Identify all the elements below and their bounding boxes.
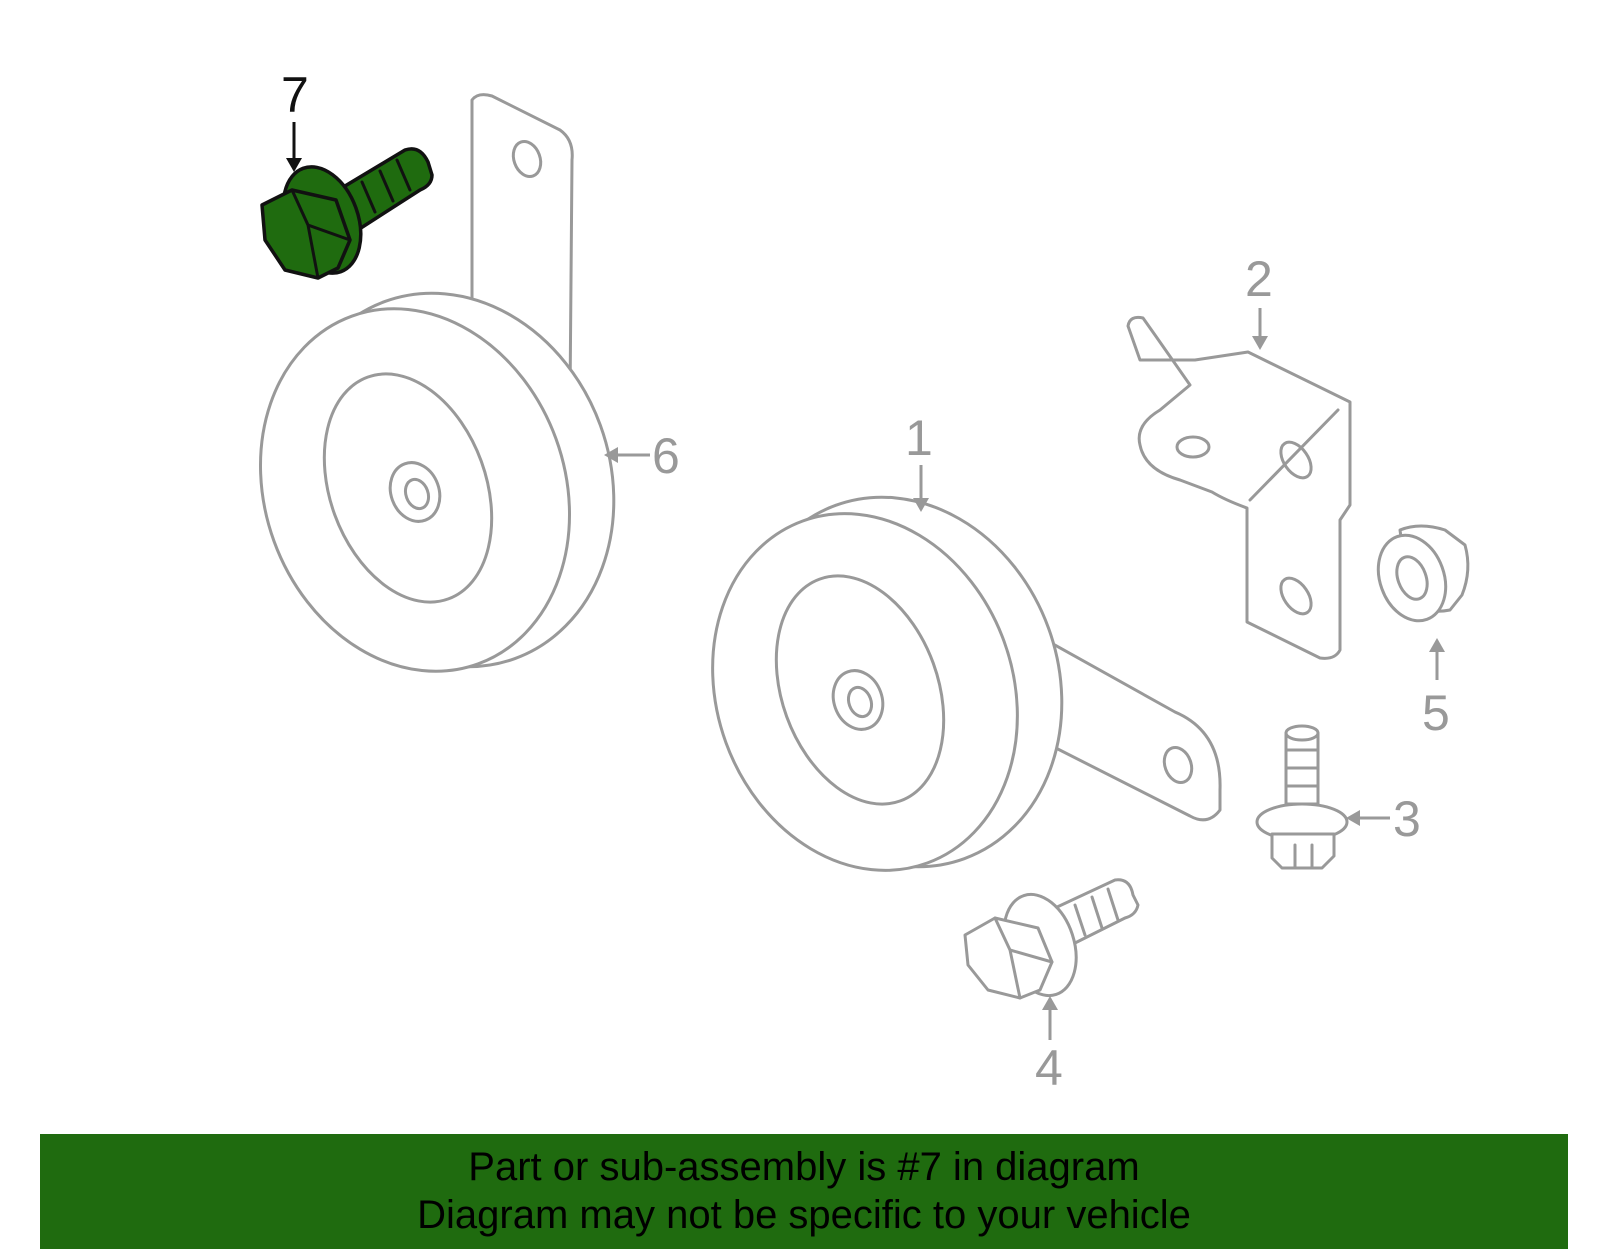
part-7-bolt-highlighted[interactable] bbox=[260, 147, 434, 284]
banner-line-disclaimer: Diagram may not be specific to your vehi… bbox=[417, 1193, 1191, 1237]
callout-6: 6 bbox=[652, 428, 680, 484]
callout-7: 7 bbox=[281, 67, 309, 123]
part-2-bracket[interactable] bbox=[1126, 315, 1352, 660]
part-4-bolt[interactable] bbox=[963, 878, 1140, 1005]
part-5-nut[interactable] bbox=[1367, 524, 1470, 631]
callout-1: 1 bbox=[905, 410, 933, 466]
callout-leaders bbox=[286, 122, 1445, 1040]
banner-line-part-number: Part or sub-assembly is #7 in diagram bbox=[468, 1145, 1140, 1189]
callout-2: 2 bbox=[1245, 251, 1273, 307]
callout-4: 4 bbox=[1035, 1040, 1063, 1096]
callout-numbers: 7 6 1 2 5 3 4 bbox=[281, 67, 1450, 1096]
arrowhead-3 bbox=[1346, 810, 1360, 826]
callout-5: 5 bbox=[1422, 685, 1450, 741]
part-1-horn[interactable] bbox=[664, 451, 1222, 913]
arrowhead-5 bbox=[1429, 638, 1445, 652]
info-banner: Part or sub-assembly is #7 in diagram Di… bbox=[40, 1134, 1568, 1249]
arrowhead-4 bbox=[1042, 996, 1058, 1010]
arrowhead-2 bbox=[1252, 336, 1268, 350]
arrowhead-6 bbox=[604, 447, 618, 463]
callout-3: 3 bbox=[1393, 791, 1421, 847]
part-6-horn[interactable] bbox=[211, 93, 666, 715]
part-3-bolt[interactable] bbox=[1255, 724, 1349, 870]
arrowhead-7 bbox=[286, 158, 302, 172]
arrowhead-1 bbox=[913, 498, 929, 512]
